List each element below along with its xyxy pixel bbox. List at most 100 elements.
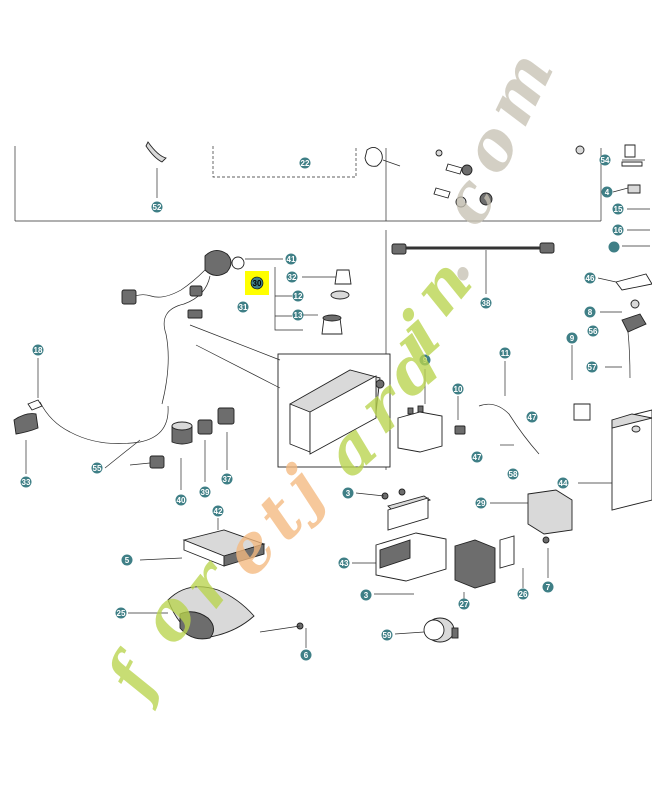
callout-label: 37 — [223, 475, 232, 484]
ignition-harness — [121, 250, 338, 405]
callout-55: 55 — [91, 462, 103, 474]
callout-47b: 47 — [471, 451, 483, 463]
callout-label: 11 — [501, 349, 510, 358]
callout-label: 59 — [383, 631, 392, 640]
callout-label: 56 — [589, 327, 598, 336]
callout-label: 57 — [588, 363, 597, 372]
callout-label: 42 — [214, 507, 223, 516]
callout-38: 38 — [480, 297, 492, 309]
callout-13: 13 — [292, 309, 304, 321]
callout-label: 9 — [570, 334, 575, 343]
bushing-parts — [321, 269, 352, 335]
callout-47a: 47 — [526, 411, 538, 423]
callout-label: 58 — [509, 470, 518, 479]
callout-54: 54 — [599, 154, 611, 166]
callout-label: 25 — [117, 609, 126, 618]
callout-label: 29 — [477, 499, 486, 508]
callout-6: 6 — [300, 649, 312, 661]
callout-label: 39 — [201, 488, 210, 497]
callout-15: 15 — [612, 203, 624, 215]
callout-label: 41 — [287, 255, 296, 264]
callout-9a: 9 — [566, 332, 578, 344]
callout-label: 6 — [304, 651, 309, 660]
callout-label: 18 — [34, 346, 43, 355]
callout-label: 26 — [519, 590, 528, 599]
callout-label: 46 — [586, 274, 595, 283]
battery-group — [578, 273, 652, 511]
callout-8: 8 — [584, 306, 596, 318]
callout-5: 5 — [121, 554, 133, 566]
callout-label: 38 — [482, 299, 491, 308]
cable-38 — [391, 242, 555, 294]
callout-37: 37 — [221, 473, 233, 485]
callout-58: 58 — [507, 468, 519, 480]
callout-22: 22 — [299, 157, 311, 169]
callout-label: 3 — [364, 591, 369, 600]
callout-label: 31 — [239, 303, 248, 312]
callout-label: 27 — [460, 600, 469, 609]
callout-label: 3 — [346, 489, 351, 498]
callout-43: 43 — [338, 557, 350, 569]
callout-label: 47 — [473, 453, 482, 462]
callout-11: 11 — [499, 347, 511, 359]
callout-29: 29 — [475, 497, 487, 509]
callout-label: 40 — [177, 496, 186, 505]
callout-label: 30 — [253, 279, 262, 288]
callout-label: 4 — [605, 188, 610, 197]
callout-3a: 3 — [342, 487, 354, 499]
bracket-group — [352, 488, 573, 600]
callout-label: 54 — [601, 156, 610, 165]
callout-1 — [608, 241, 620, 253]
callout-57: 57 — [586, 361, 598, 373]
callout-31: 31 — [237, 301, 249, 313]
callout-label: 7 — [546, 583, 551, 592]
callout-32: 32 — [286, 271, 298, 283]
callout-label: 55 — [93, 464, 102, 473]
callout-26: 26 — [517, 588, 529, 600]
callout-33: 33 — [20, 476, 32, 488]
fastener-group-top — [145, 141, 650, 247]
watermark-letter: f — [89, 639, 178, 713]
callout-label: 9 — [423, 356, 428, 365]
callout-9b: 9 — [419, 354, 431, 366]
callout-label: 33 — [22, 478, 31, 487]
callout-4: 4 — [601, 186, 613, 198]
switch-group — [129, 407, 235, 490]
callout-label: 13 — [294, 311, 303, 320]
callout-12: 12 — [292, 290, 304, 302]
relay-parts — [397, 345, 591, 455]
callout-7: 7 — [542, 581, 554, 593]
callout-27: 27 — [458, 598, 470, 610]
callout-41: 41 — [285, 253, 297, 265]
callout-label: 22 — [301, 159, 310, 168]
callout-label: 12 — [294, 292, 303, 301]
callout-label: 32 — [288, 273, 297, 282]
callout-52: 52 — [151, 201, 163, 213]
callout-label: 44 — [559, 479, 568, 488]
callout-label: 8 — [588, 308, 593, 317]
callout-56: 56 — [587, 325, 599, 337]
callout-46: 46 — [584, 272, 596, 284]
callout-label: 15 — [614, 205, 623, 214]
callout-label: 47 — [528, 413, 537, 422]
callout-25: 25 — [115, 607, 127, 619]
callout-39: 39 — [199, 486, 211, 498]
callout-42: 42 — [212, 505, 224, 517]
callout-40: 40 — [175, 494, 187, 506]
socket-cable — [13, 358, 169, 474]
callout-18: 18 — [32, 344, 44, 356]
callout-16: 16 — [612, 224, 624, 236]
callout-59: 59 — [381, 629, 393, 641]
callout-label: 16 — [614, 226, 623, 235]
display-module — [128, 518, 307, 648]
control-module — [189, 324, 391, 468]
callout-10: 10 — [452, 383, 464, 395]
callout-label: 10 — [454, 385, 463, 394]
callout-44: 44 — [557, 477, 569, 489]
callout-label: 5 — [125, 556, 130, 565]
callout-label: 52 — [153, 203, 162, 212]
callout-label: 43 — [340, 559, 349, 568]
buzzer-59 — [394, 617, 459, 643]
callout-30: 30 — [245, 271, 269, 295]
